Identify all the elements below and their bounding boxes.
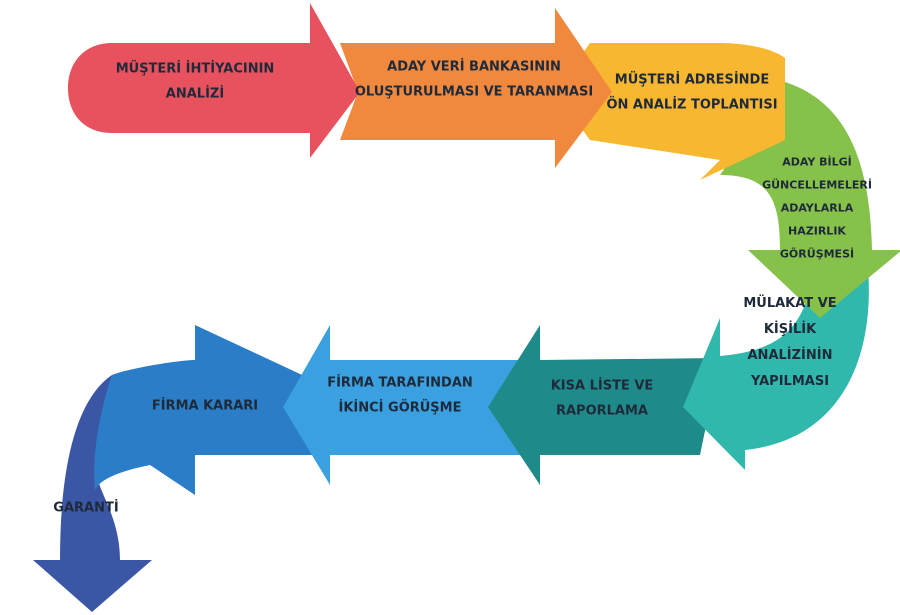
step-6-line-1: KISA LİSTE VE — [550, 378, 654, 394]
step-4-line-1: ADAY BİLGİ — [782, 155, 852, 169]
step-2-line-1: ADAY VERİ BANKASININ — [387, 59, 561, 75]
arrow-firma-karari — [94, 325, 330, 495]
step-7-line-2: İKİNCİ GÖRÜŞME — [338, 400, 462, 415]
step-3-label: MÜŞTERİ ADRESİNDE ÖN ANALİZ TOPLANTISI — [606, 68, 777, 117]
step-7-line-1: FİRMA TARAFINDAN — [327, 375, 473, 391]
step-4-label: ADAY BİLGİ GÜNCELLEMELERİ ADAYLARLA HAZI… — [762, 150, 872, 265]
step-8-label: FİRMA KARARI — [152, 395, 258, 420]
step-9-line-1: GARANTİ — [53, 500, 119, 516]
step-1-label: MÜŞTERİ İHTİYACININ ANALİZİ — [116, 57, 275, 106]
step-5-line-4: YAPILMASI — [750, 374, 830, 389]
step-3-line-2: ÖN ANALİZ TOPLANTISI — [606, 97, 778, 112]
arrow-ikinci-gorusme — [283, 325, 535, 485]
arrow-veri-bankasi — [340, 8, 612, 168]
step-2-line-2: OLUŞTURULMASI VE TARANMASI — [354, 84, 594, 99]
step-4-line-5: GÖRÜŞMESİ — [779, 247, 855, 261]
step-6-line-2: RAPORLAMA — [555, 403, 648, 418]
step-4-line-3: ADAYLARLA — [780, 201, 854, 215]
step-2-label: ADAY VERİ BANKASININ OLUŞTURULMASI VE TA… — [355, 55, 593, 104]
step-4-line-4: HAZIRLIK — [788, 224, 846, 238]
arrow-mulakat — [683, 268, 869, 470]
step-6-label: KISA LİSTE VE RAPORLAMA — [551, 374, 654, 423]
step-5-line-3: ANALİZİNİN — [747, 348, 833, 363]
step-8-line-1: FİRMA KARARI — [151, 398, 259, 414]
step-5-line-2: KİŞİLİK — [763, 322, 817, 337]
arrow-ihtiyac-analizi — [68, 3, 360, 158]
step-4-line-2: GÜNCELLEMELERİ — [762, 178, 872, 192]
step-5-label: MÜLAKAT VE KİŞİLİK ANALİZİNİN YAPILMASI — [743, 291, 836, 395]
step-7-label: FİRMA TARAFINDAN İKİNCİ GÖRÜŞME — [327, 371, 473, 420]
step-1-line-2: ANALİZİ — [165, 86, 225, 101]
arrow-garanti — [33, 375, 152, 612]
step-5-line-1: MÜLAKAT VE — [743, 296, 837, 311]
step-9-label: GARANTİ — [53, 497, 118, 522]
step-1-line-1: MÜŞTERİ İHTİYACININ — [115, 61, 275, 77]
arrow-kisa-liste — [488, 325, 720, 485]
arrow-on-analiz — [555, 43, 785, 180]
step-3-line-1: MÜŞTERİ ADRESİNDE — [614, 72, 770, 88]
